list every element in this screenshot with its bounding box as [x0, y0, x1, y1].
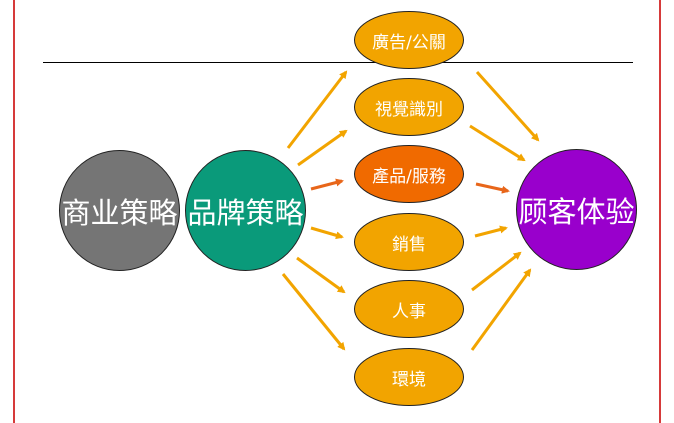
touchpoint-label: 產品/服務	[372, 166, 446, 187]
arrow-brand-to-sales	[310, 226, 344, 240]
touchpoint-label: 銷售	[392, 234, 426, 255]
arrow-brand-to-environment	[281, 273, 346, 351]
arrow-sales-to-experience	[474, 225, 508, 238]
touchpoint-label: 環境	[392, 369, 426, 390]
brand-strategy-node: 品牌策略	[185, 150, 306, 271]
arrow-product-service-to-experience	[475, 182, 510, 194]
arrow-visual-identity-to-experience	[469, 124, 526, 162]
business-strategy-node: 商业策略	[59, 150, 180, 271]
touchpoint-visual-identity: 視覺識別	[354, 78, 464, 136]
touchpoint-personnel: 人事	[354, 280, 464, 338]
arrow-environment-to-experience	[470, 268, 532, 351]
touchpoint-label: 視覺識別	[375, 99, 443, 120]
touchpoint-environment: 環境	[354, 348, 464, 406]
frame-right-border	[659, 0, 661, 423]
horizontal-rule	[43, 62, 633, 63]
touchpoint-advertising-pr: 廣告/公關	[354, 11, 464, 69]
arrow-advertising-to-experience	[475, 70, 540, 142]
arrow-personnel-to-experience	[471, 251, 522, 292]
touchpoint-sales: 銷售	[354, 213, 464, 271]
business-strategy-label: 商业策略	[61, 195, 178, 230]
arrow-brand-to-product-service	[310, 178, 344, 191]
arrow-brand-to-visual-identity	[297, 129, 348, 167]
frame-left-border	[13, 0, 15, 423]
brand-strategy-label: 品牌策略	[187, 195, 304, 230]
customer-experience-node: 顾客体验	[516, 149, 637, 270]
touchpoint-product-service: 產品/服務	[354, 145, 464, 203]
arrow-brand-to-advertising	[286, 70, 348, 149]
touchpoint-label: 廣告/公關	[372, 32, 446, 53]
customer-experience-label: 顾客体验	[518, 194, 635, 229]
arrow-brand-to-personnel	[296, 256, 346, 294]
touchpoint-label: 人事	[392, 301, 426, 322]
